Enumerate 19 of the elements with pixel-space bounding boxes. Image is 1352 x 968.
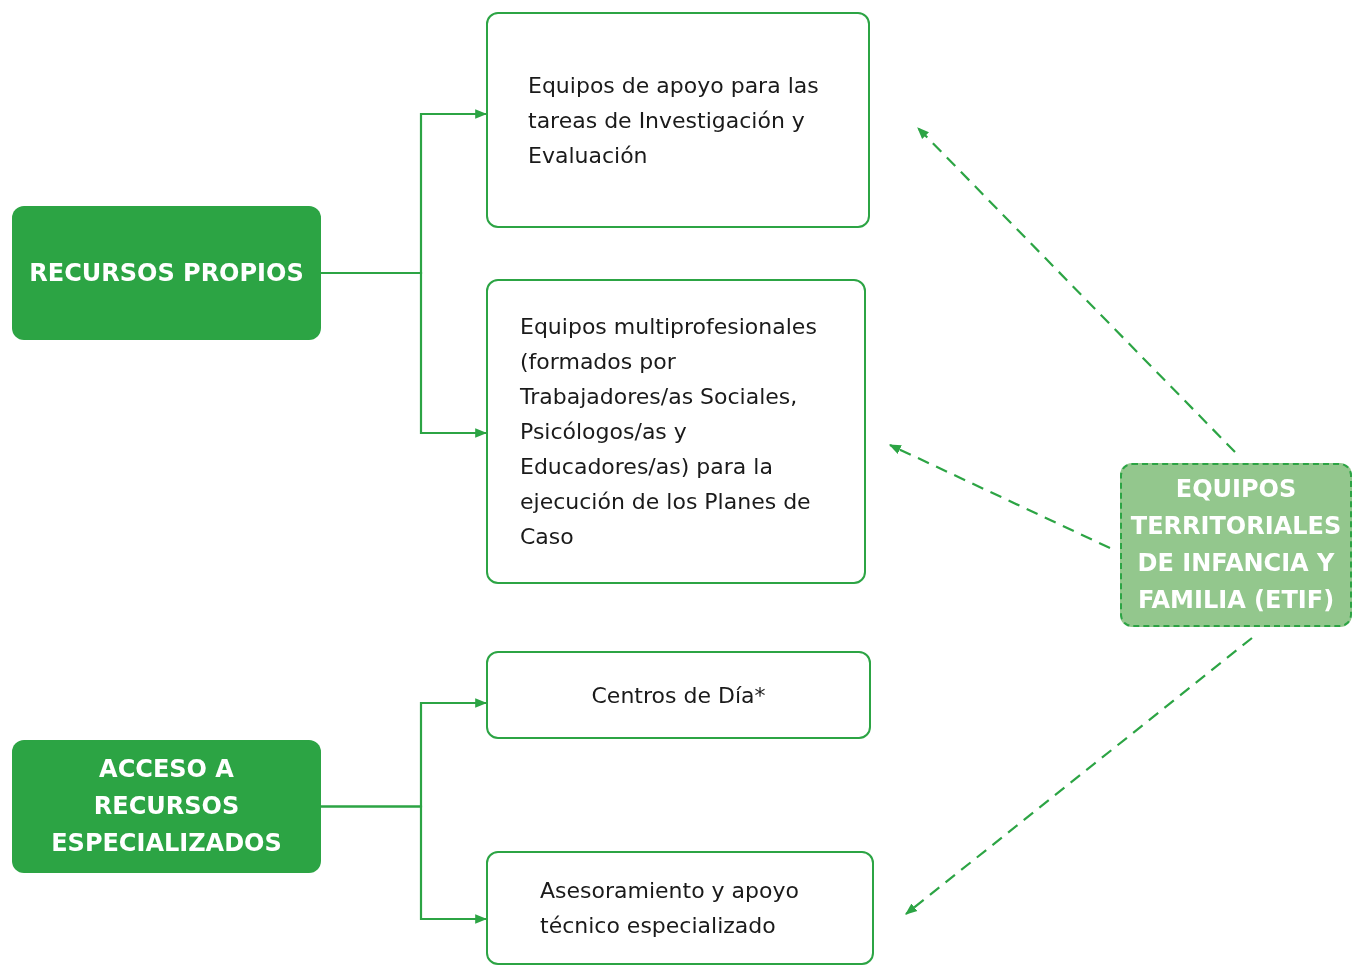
resource-box: [486, 651, 871, 739]
resource-box: [486, 12, 870, 228]
category-box: [12, 206, 321, 340]
arrow: [321, 805, 488, 924]
arrow: [888, 444, 1111, 549]
category-box: [12, 740, 321, 873]
arrow: [905, 637, 1253, 915]
resource-box: [486, 851, 874, 965]
team-box: [1120, 463, 1352, 627]
box-text: EQUIPOS TERRITORIALES DE INFANCIA Y FAMILIA (ETIF): [1129, 474, 1343, 616]
box-text: Equipos de apoyo para las tareas de Investigación y Evaluación: [528, 71, 820, 170]
box-text: Equipos multiprofesionales (formados por Trabajadores/as Sociales, Psicólogos/as y Educadores/as) para la ejecución de los Planes de Caso: [520, 313, 818, 551]
arrow: [917, 127, 1236, 453]
box-text: Centros de Día*: [591, 681, 766, 710]
box-text: Asesoramiento y apoyo técnico especializado: [540, 877, 800, 940]
resource-box: [486, 279, 866, 584]
box-text: RECURSOS PROPIOS: [29, 257, 304, 289]
box-text: ACCESO A RECURSOS ESPECIALIZADOS: [50, 754, 283, 859]
arrow: [321, 271, 488, 438]
